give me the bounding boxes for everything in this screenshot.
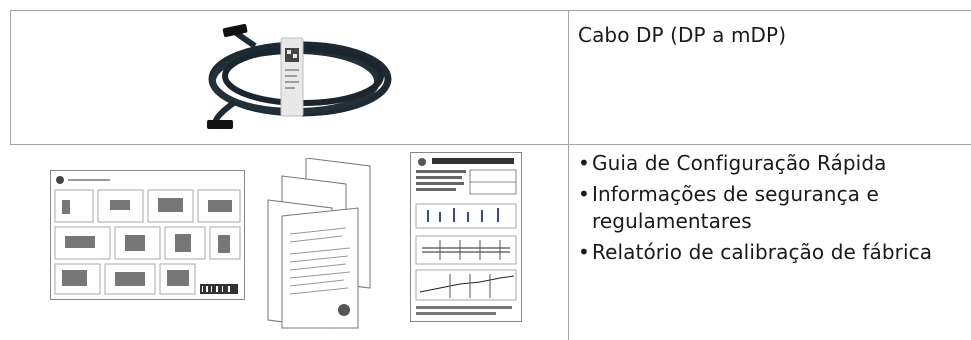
cable-description: Cabo DP (DP a mDP) [578, 22, 786, 49]
list-item-calibration-report: Relatório de calibração de fábrica [578, 239, 932, 266]
table-top-rule [10, 10, 971, 11]
safety-regulatory-leaflet-image [262, 157, 374, 334]
documents-list: Guia de Configuração Rápida Informações … [578, 150, 932, 266]
calibration-report-icon [410, 152, 522, 322]
cable-label: Cabo DP (DP a mDP) [578, 23, 787, 47]
list-item-quick-setup-guide: Guia de Configuração Rápida [578, 150, 932, 177]
table-column-left-rule [10, 10, 11, 145]
list-item-safety-regulatory: Informações de segurança e regulamentare… [578, 181, 932, 235]
documents-description: Guia de Configuração Rápida Informações … [578, 150, 932, 270]
quick-setup-guide-image [50, 170, 245, 304]
table-row-divider [10, 144, 971, 145]
dp-cable-image [195, 23, 395, 138]
calibration-report-image [410, 152, 522, 326]
quick-setup-guide-icon [50, 170, 245, 300]
dp-to-mdp-cable-icon [207, 23, 392, 129]
safety-regulatory-leaflet-icon [267, 157, 371, 329]
table-column-divider [568, 10, 569, 340]
